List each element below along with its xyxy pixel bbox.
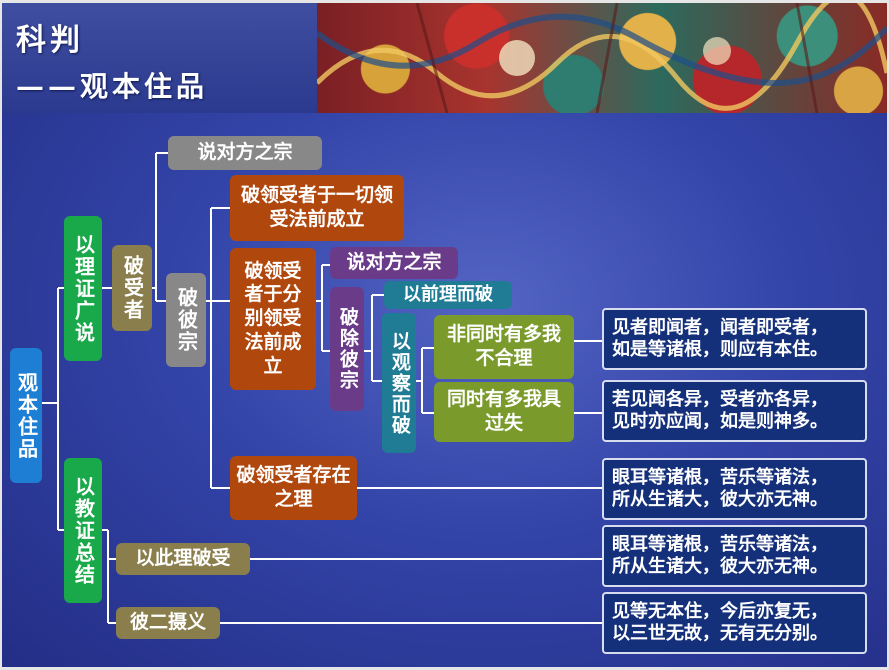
quote-box-1: 见者即闻者，闻者即受者， 如是等诸根，则应有本住。 <box>602 308 867 370</box>
quote-line: 所从生诸大，彼大亦无神。 <box>612 556 828 577</box>
quote-line: 所从生诸大，彼大亦无神。 <box>612 489 828 510</box>
quote-line: 见等无本住，今后亦复无， <box>612 600 828 622</box>
node-po-cunzai-zhili: 破领受者存在之理 <box>230 456 357 520</box>
node-fei-tongshi-duowo: 非同时有多我不合理 <box>434 315 574 379</box>
connector-lines <box>42 152 602 624</box>
quote-box-4: 眼耳等诸根，苦乐等诸法， 所从生诸大，彼大亦无神。 <box>602 525 867 587</box>
header-thangka-image <box>317 3 887 113</box>
quote-line: 眼耳等诸根，苦乐等诸法， <box>612 533 828 555</box>
node-yijiao-zhengzong-jie: 以教证总结 <box>64 458 102 603</box>
quote-line: 见者即闻者，闻者即受者， <box>612 316 828 338</box>
node-root: 观本住品 <box>10 348 42 483</box>
node-yi-guancha-erpo: 以观察而破 <box>382 313 416 453</box>
node-po-fenbie-lingshou: 破领受者于分别领受法前成立 <box>230 248 316 390</box>
node-shuo-duifang-zhizong-2: 说对方之宗 <box>330 247 458 279</box>
node-po-yiqie-lingshou: 破领受者于一切领受法前成立 <box>230 175 404 241</box>
page-title: 科判 <box>16 23 84 58</box>
quote-line: 见时亦应闻，如是则神多。 <box>612 411 828 432</box>
node-yi-qianli-erpo: 以前理而破 <box>384 281 512 309</box>
node-po-bizong: 破彼宗 <box>166 273 206 367</box>
quote-line: 如是等诸根，则应有本住。 <box>612 339 828 360</box>
quote-box-5: 见等无本住，今后亦复无， 以三世无故，无有无分别。 <box>602 592 867 654</box>
node-shuo-duifang-zhizong-1: 说对方之宗 <box>168 136 322 170</box>
page-subtitle: ——观本住品 <box>16 70 209 103</box>
node-po-shouzhe: 破受者 <box>112 245 152 331</box>
quote-box-2: 若见闻各异，受者亦各异， 见时亦应闻，如是则神多。 <box>602 380 867 442</box>
node-yici-lipo-shou: 以此理破受 <box>116 543 250 575</box>
quote-line: 若见闻各异，受者亦各异， <box>612 388 828 410</box>
node-pochu-bizong: 破除彼宗 <box>330 287 364 411</box>
node-tongshi-duowo-guoshi: 同时有多我具过失 <box>434 382 574 442</box>
node-yili-zhengguang-shuo: 以理证广说 <box>64 216 102 361</box>
quote-line: 以三世无故，无有无分别。 <box>612 623 828 644</box>
quote-line: 眼耳等诸根，苦乐等诸法， <box>612 466 828 488</box>
quote-box-3: 眼耳等诸根，苦乐等诸法， 所从生诸大，彼大亦无神。 <box>602 458 867 520</box>
header-banner: 科判 ——观本住品 <box>2 3 887 113</box>
slide: 科判 ——观本住品 <box>2 3 887 667</box>
node-bier-sheyi: 彼二摄义 <box>116 607 220 639</box>
